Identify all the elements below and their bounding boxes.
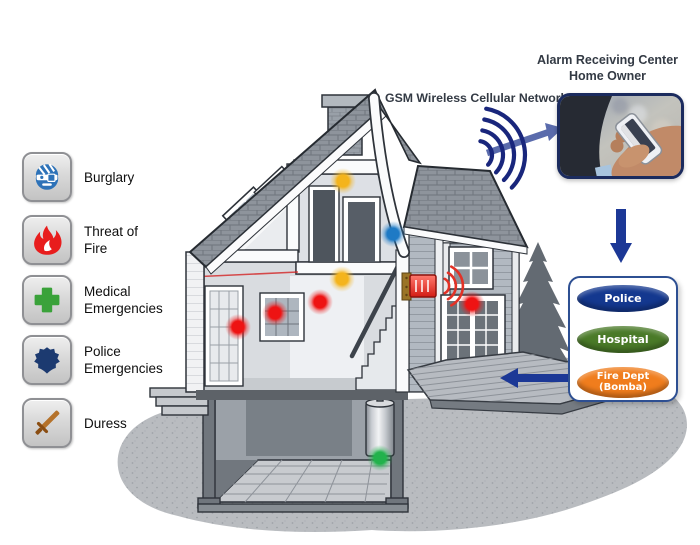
receiver-label-line1: Alarm Receiving Center [536,53,679,67]
responder-sublabel: (Bomba) [599,381,647,393]
receiver-label: Alarm Receiving Center Home Owner [505,53,700,84]
legend-tile [22,215,72,265]
hand-holding-phone-photo [557,93,684,179]
second-floor-doorway [342,196,381,263]
responder-oval-hospital: Hospital [577,326,669,353]
photo-illustration [560,96,681,176]
stair-railing [349,263,401,359]
legend-label: Burglary [84,169,135,185]
legend-label: Duress [84,415,127,431]
staircase [349,263,405,391]
signal-waves [478,106,528,190]
responder-label: Fire Dept [596,371,650,382]
foundation [196,390,408,400]
flame-icon [34,225,62,255]
legend-item-burglary: Burglary [22,152,292,202]
responder-oval-fire-dept: Fire Dept (Bomba) [577,367,669,398]
down-arrow [610,209,632,263]
burglar-mask-icon [35,163,59,190]
cutaway-edge [395,249,410,393]
legend-tile [22,335,72,385]
legend-tile [22,275,72,325]
police-badge-icon [34,347,60,374]
legend-tile [22,398,72,448]
responders-box: Police Hospital Fire Dept (Bomba) [568,276,678,402]
legend-tile [22,152,72,202]
second-floor-doorway [308,185,340,263]
responder-label: Hospital [597,333,649,346]
responder-label: Police [604,292,642,305]
medical-cross-icon [34,287,60,313]
gsm-signal-arrow [478,106,563,190]
baton-icon [35,410,60,435]
gsm-network-label: GSM Wireless Cellular Network [385,91,568,105]
legend-item-duress: Duress [22,398,292,448]
water-heater-tank [365,394,395,457]
receiver-label-line2: Home Owner [568,68,647,83]
responder-oval-police: Police [577,285,669,312]
french-doors [440,294,506,366]
